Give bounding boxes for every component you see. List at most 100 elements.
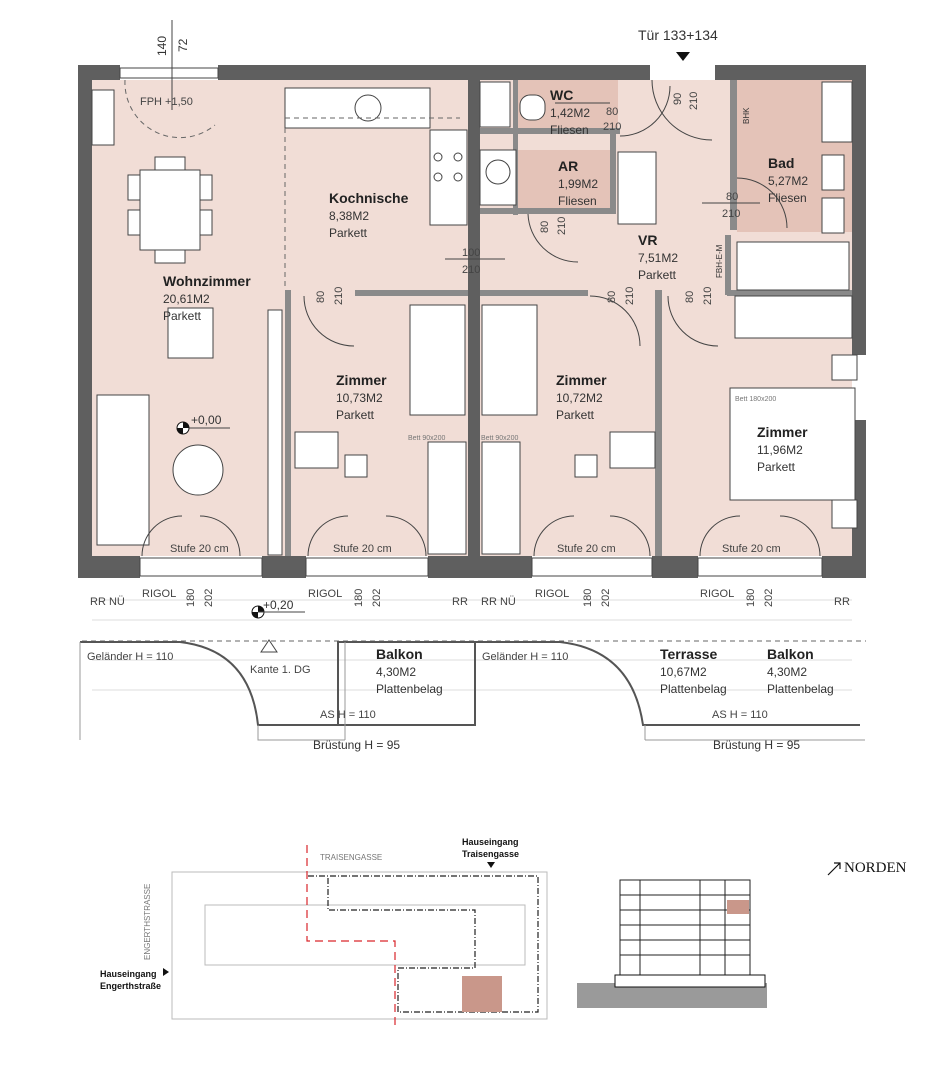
plan-shape — [475, 641, 860, 726]
plan-shape — [204, 904, 526, 966]
plan-label: 10,67M2 — [660, 665, 707, 679]
plan-shape — [139, 557, 263, 577]
plan-shape — [78, 65, 92, 577]
room-name: Zimmer — [336, 372, 387, 388]
plan-label: Stufe 20 cm — [170, 543, 229, 555]
plan-shape — [344, 454, 368, 478]
plan-shape — [652, 556, 698, 578]
plan-shape — [199, 174, 213, 201]
plan-shape — [480, 208, 610, 214]
plan-shape — [78, 556, 140, 578]
plan-label: RR NÜ — [481, 596, 516, 608]
plan-label: RIGOL — [535, 588, 569, 600]
plan-label: RIGOL — [142, 588, 176, 600]
plan-label: 180 — [582, 589, 594, 607]
desk — [609, 431, 656, 469]
plan-shape — [730, 80, 737, 230]
plan-label: 80 — [539, 221, 551, 233]
building-section — [577, 879, 767, 1008]
plan-shape — [725, 235, 731, 295]
plan-shape — [481, 441, 521, 555]
plan-shape — [427, 441, 467, 555]
plan-shape — [267, 309, 283, 556]
plan-label: Parkett — [336, 408, 375, 422]
plan-shape — [154, 156, 186, 171]
plan-label: ENGERTHSTRASSE — [143, 884, 152, 960]
plan-shape — [171, 871, 548, 1020]
arrow-northeast-icon — [827, 862, 841, 876]
plan-label: 80 — [606, 291, 618, 303]
plan-label: 202 — [203, 589, 215, 607]
plan-label: 10,73M2 — [336, 391, 383, 405]
plan-label: RIGOL — [308, 588, 342, 600]
ar-area — [518, 150, 610, 212]
plan-shape — [308, 875, 539, 1013]
plan-label: 4,30M2 — [767, 665, 807, 679]
plan-label: +0,20 — [263, 598, 294, 612]
plan-shape — [734, 295, 853, 339]
balcony — [79, 599, 866, 741]
plan-label: Kante 1. DG — [250, 664, 311, 676]
plan-shape — [480, 290, 588, 296]
plan-label: Parkett — [638, 268, 677, 282]
plan-label: 11,96M2 — [757, 443, 803, 457]
room-name: VR — [638, 232, 657, 248]
plan-shape — [639, 880, 726, 975]
plan-label: FBH-E-M — [715, 244, 724, 278]
plan-shape — [306, 845, 396, 1025]
plan-label: 210 — [624, 287, 636, 305]
plan-shape — [852, 65, 866, 355]
room-name: Wohnzimmer — [163, 273, 251, 289]
plan-label: RR NÜ — [90, 596, 125, 608]
plan-label: 90 — [672, 93, 684, 105]
plan-label: Fliesen — [768, 191, 807, 205]
plan-shape — [620, 894, 750, 956]
plan-label: 5,27M2 — [768, 174, 808, 188]
plan-label: RR — [834, 596, 850, 608]
site-plan: TRAISENGASSE ENGERTHSTRASSE Hauseingang … — [100, 837, 548, 1025]
plan-label: BHK — [742, 107, 751, 124]
plan-shape — [479, 81, 511, 128]
plan-label: 100 — [462, 247, 480, 259]
plan-label: 180 — [745, 589, 757, 607]
plan-label: Stufe 20 cm — [722, 543, 781, 555]
plan-shape — [727, 290, 852, 296]
plan-shape — [303, 295, 355, 347]
plan-shape — [831, 354, 858, 381]
unit-highlight — [462, 976, 502, 1012]
plan-shape — [433, 172, 443, 182]
plan-shape — [199, 515, 241, 557]
plan-label: 20,61M2 — [163, 292, 210, 306]
door-swings — [124, 20, 821, 557]
plan-shape — [127, 209, 141, 236]
room-name: AR — [558, 158, 578, 174]
plan-shape — [821, 81, 853, 143]
plan-label: RIGOL — [700, 588, 734, 600]
plan-label: AS H = 110 — [712, 709, 768, 721]
plan-shape — [610, 130, 616, 214]
dining-table — [139, 169, 201, 251]
plan-label: 80 — [726, 191, 738, 203]
entrance-arrow-icon — [676, 52, 690, 61]
plan-shape — [260, 639, 278, 653]
plan-shape — [480, 128, 620, 134]
plan-shape — [355, 290, 468, 296]
plan-label: TRAISENGASSE — [320, 853, 382, 862]
plan-shape — [609, 515, 651, 557]
plan-label: 210 — [603, 121, 621, 133]
plan-label: 210 — [333, 287, 345, 305]
plan-shape — [667, 295, 719, 347]
plan-label: Plattenbelag — [660, 682, 727, 696]
plan-label: 72 — [176, 38, 190, 52]
plan-label: 8,38M2 — [329, 209, 369, 223]
plan-shape — [285, 290, 291, 556]
plan-label: 202 — [371, 589, 383, 607]
bed-single — [409, 304, 466, 416]
plan-label: Bett 180x200 — [735, 396, 776, 403]
plan-label: 202 — [600, 589, 612, 607]
plan-shape — [527, 213, 579, 263]
bed-double — [729, 387, 856, 501]
plan-shape — [699, 515, 741, 557]
plan-shape — [715, 65, 866, 80]
